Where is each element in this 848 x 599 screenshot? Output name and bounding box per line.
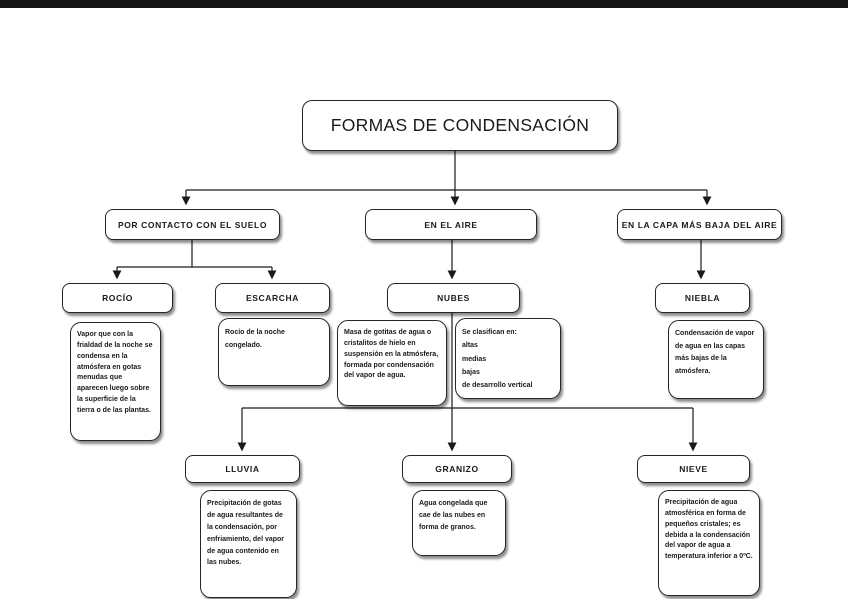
branch-node-aire: EN EL AIRE — [365, 209, 537, 240]
node-niebla: NIEBLA — [655, 283, 750, 313]
desc-niebla: Condensación de vapor de agua en las cap… — [668, 320, 764, 399]
title-node: FORMAS DE CONDENSACIÓN — [302, 100, 618, 151]
node-rocio: ROCÍO — [62, 283, 173, 313]
desc-nieve: Precipitación de agua atmosférica en for… — [658, 490, 760, 596]
node-granizo: GRANIZO — [402, 455, 512, 483]
desc-escarcha: Rocío de la noche congelado. — [218, 318, 330, 386]
top-edge-bar — [0, 0, 848, 8]
node-nubes: NUBES — [387, 283, 520, 313]
node-escarcha: ESCARCHA — [215, 283, 330, 313]
desc-nubes-clasificacion: Se clasifican en: altas medias bajas de … — [455, 318, 561, 399]
desc-rocio: Vapor que con la frialdad de la noche se… — [70, 322, 161, 441]
node-lluvia: LLUVIA — [185, 455, 300, 483]
desc-nubes: Masa de gotitas de agua o cristalitos de… — [337, 320, 447, 406]
node-nieve: NIEVE — [637, 455, 750, 483]
branch-node-suelo: POR CONTACTO CON EL SUELO — [105, 209, 280, 240]
branch-node-capa: EN LA CAPA MÁS BAJA DEL AIRE — [617, 209, 782, 240]
desc-granizo: Agua congelada que cae de las nubes en f… — [412, 490, 506, 556]
desc-lluvia: Precipitación de gotas de agua resultant… — [200, 490, 297, 598]
